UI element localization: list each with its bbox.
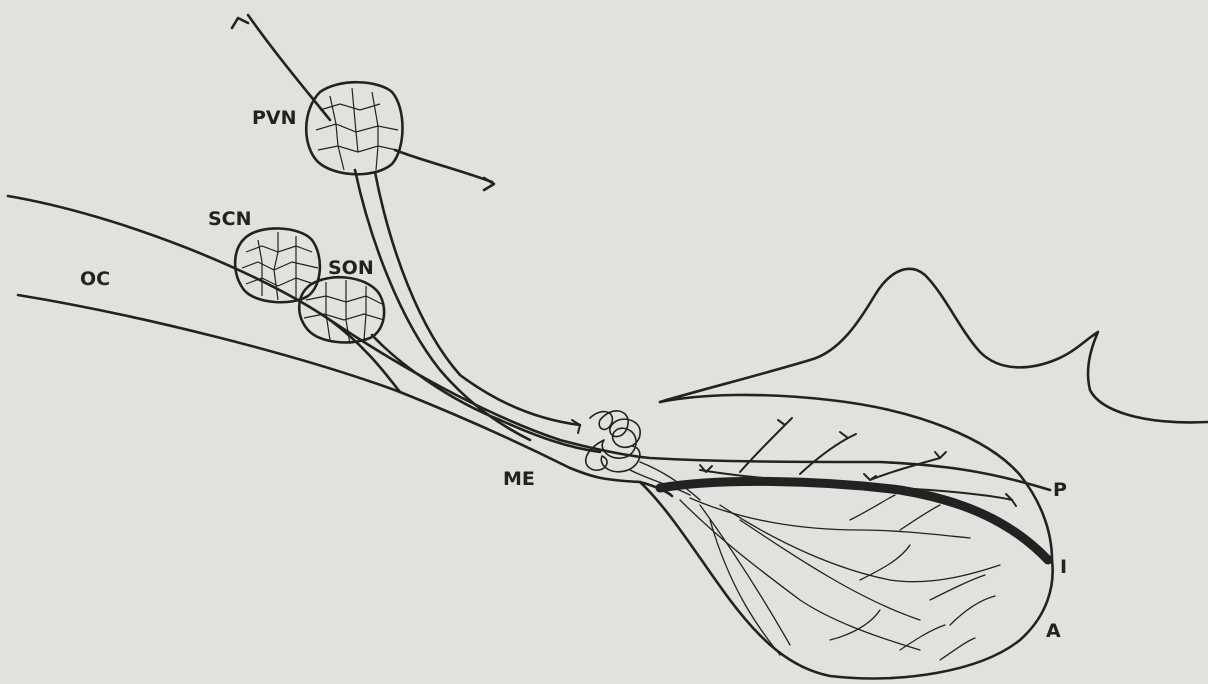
label-oc: OC <box>80 268 110 290</box>
label-pvn: PVN <box>252 107 297 129</box>
label-scn: SCN <box>208 208 252 230</box>
label-a: A <box>1046 620 1061 642</box>
label-me: ME <box>503 468 535 490</box>
label-p: P <box>1053 479 1067 501</box>
label-son: SON <box>328 257 374 279</box>
label-i: I <box>1060 556 1067 578</box>
